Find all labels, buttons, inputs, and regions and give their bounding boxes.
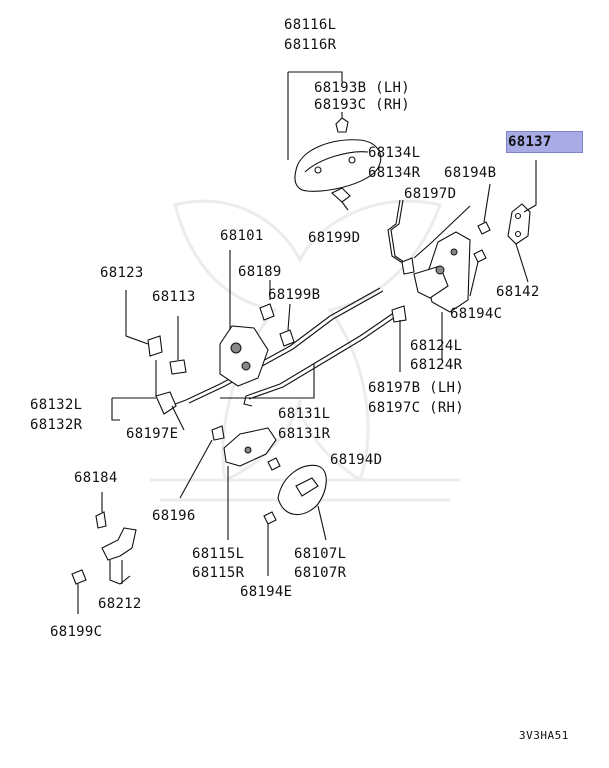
- label-68107l[interactable]: 68107L: [294, 546, 347, 562]
- label-68197d[interactable]: 68197D: [404, 186, 457, 202]
- label-68199c[interactable]: 68199C: [50, 624, 103, 640]
- diagram-reference-code: 3V3HA51: [519, 729, 569, 742]
- label-68197e[interactable]: 68197E: [126, 426, 179, 442]
- label-68189[interactable]: 68189: [238, 264, 282, 280]
- label-68137[interactable]: 68137: [508, 134, 552, 150]
- label-68194b[interactable]: 68194B: [444, 165, 497, 181]
- striker-68142: [507, 160, 537, 283]
- label-68115r[interactable]: 68115R: [192, 565, 245, 581]
- inner-handle-frame-68115: [223, 427, 277, 540]
- escutcheon-68107: [277, 464, 327, 541]
- rod-68197d: [387, 199, 471, 275]
- label-68124l[interactable]: 68124L: [410, 338, 463, 354]
- lock-body-68101: [219, 250, 271, 387]
- pad-68113: [169, 316, 187, 375]
- label-68142[interactable]: 68142: [496, 284, 540, 300]
- label-68107r[interactable]: 68107R: [294, 565, 347, 581]
- label-68134r[interactable]: 68134R: [368, 165, 421, 181]
- label-68199b[interactable]: 68199B: [268, 287, 321, 303]
- label-68123[interactable]: 68123: [100, 265, 144, 281]
- label-68197b[interactable]: 68197B (LH): [368, 380, 465, 396]
- label-68124r[interactable]: 68124R: [410, 357, 463, 373]
- label-68197c[interactable]: 68197C (RH): [368, 400, 465, 416]
- label-68116l[interactable]: 68116L: [284, 17, 337, 33]
- label-68212[interactable]: 68212: [98, 596, 142, 612]
- label-68101[interactable]: 68101: [220, 228, 264, 244]
- clip-68193: [335, 112, 349, 133]
- label-68184[interactable]: 68184: [74, 470, 118, 486]
- bushing-68196: [179, 425, 225, 499]
- check-link-68212: [71, 492, 137, 614]
- label-68196[interactable]: 68196: [152, 508, 196, 524]
- label-68194e[interactable]: 68194E: [240, 584, 293, 600]
- screw-68194d: [267, 457, 281, 471]
- label-68132r[interactable]: 68132R: [30, 417, 83, 433]
- label-68113[interactable]: 68113: [152, 289, 196, 305]
- fastener-68189: [259, 303, 295, 347]
- label-68199d[interactable]: 68199D: [308, 230, 361, 246]
- label-68131l[interactable]: 68131L: [278, 406, 331, 422]
- label-68193b[interactable]: 68193B (LH): [314, 80, 411, 96]
- screw-68194e: [263, 511, 277, 576]
- latch-68124: [413, 231, 471, 360]
- label-68132l[interactable]: 68132L: [30, 397, 83, 413]
- label-68134l[interactable]: 68134L: [368, 145, 421, 161]
- screw-68194c: [469, 249, 487, 297]
- label-68131r[interactable]: 68131R: [278, 426, 331, 442]
- label-68193c[interactable]: 68193C (RH): [314, 97, 411, 113]
- knob-68132: [111, 360, 185, 431]
- bolt-68199d: [331, 187, 351, 211]
- outer-handle-68116: [294, 139, 382, 192]
- label-68116r[interactable]: 68116R: [284, 37, 337, 53]
- label-68115l[interactable]: 68115L: [192, 546, 245, 562]
- highlight-68137: [506, 131, 583, 153]
- cap-68123: [125, 290, 163, 357]
- label-68194c[interactable]: 68194C: [450, 306, 503, 322]
- screw-68194b: [477, 183, 491, 235]
- label-68194d[interactable]: 68194D: [330, 452, 383, 468]
